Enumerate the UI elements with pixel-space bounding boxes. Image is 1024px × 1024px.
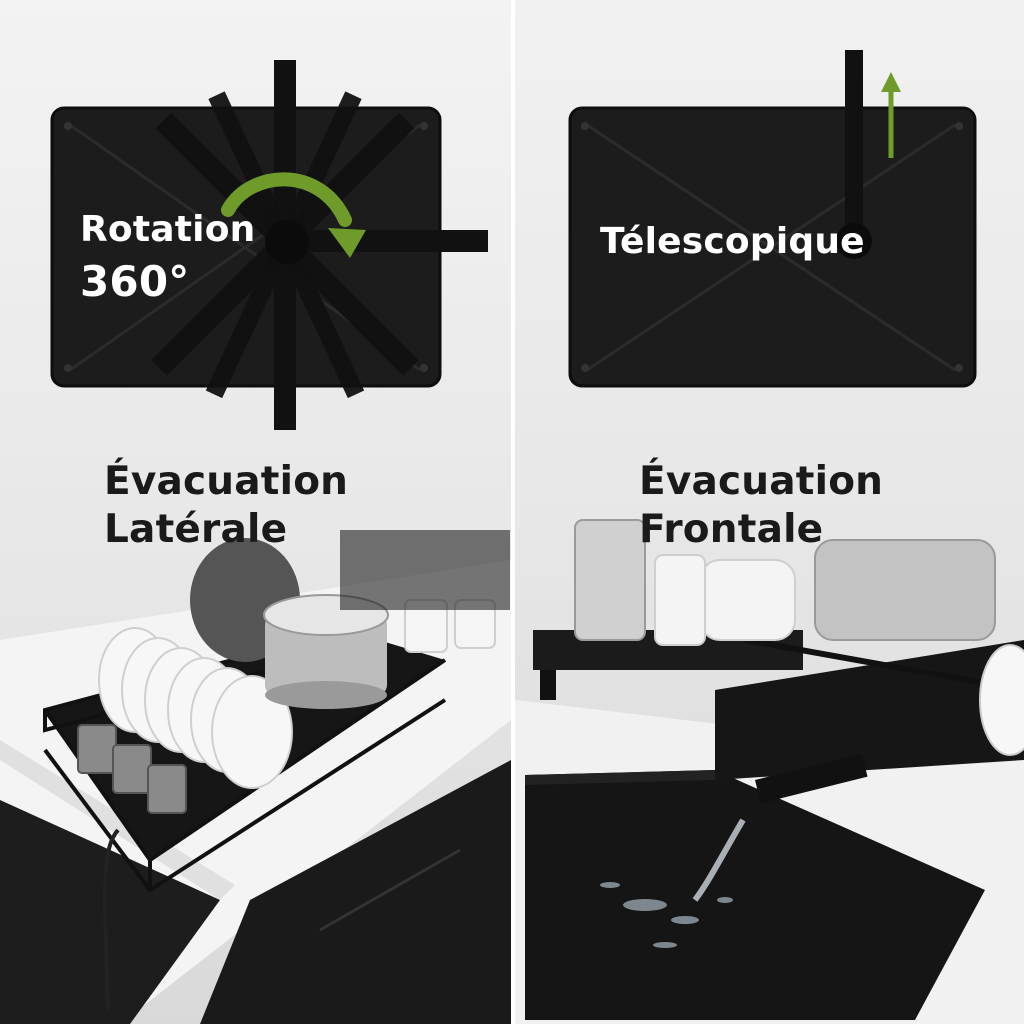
rotation-degrees-label: 360° (80, 257, 190, 306)
background-rack (340, 530, 510, 610)
side-drain-caption-line1: Évacuation (104, 459, 349, 504)
telescopic-spout (836, 50, 872, 259)
panel-divider (511, 0, 515, 1024)
cabinet (200, 760, 511, 1024)
right-panel: Télescopique Évacuation Frontale (515, 0, 1024, 1024)
left-scene (0, 60, 511, 1024)
rotating-spouts (151, 60, 488, 430)
cups (404, 599, 496, 653)
steel-pots-right (574, 519, 996, 641)
rotation-label: Rotation (80, 209, 256, 250)
left-panel: Rotation 360° Évacuation Latérale (0, 0, 511, 1024)
front-drain-caption-line2: Frontale (639, 507, 824, 552)
telescopic-label: Télescopique (600, 221, 865, 262)
plate-right (979, 644, 1024, 756)
steel-pot (263, 594, 389, 709)
rotation-arrow-icon (221, 172, 366, 258)
right-scene (515, 50, 1024, 1024)
stacked-plates (98, 627, 293, 789)
utensil-holders (77, 724, 187, 814)
telescopic-drain-mat (568, 106, 977, 388)
front-drain-caption-line1: Évacuation (639, 459, 884, 504)
stacked-bowls (654, 554, 796, 646)
up-arrow-icon (881, 72, 901, 158)
drain-board (525, 770, 985, 1020)
sink (0, 800, 220, 1024)
side-drain-caption-line2: Latérale (104, 507, 288, 552)
